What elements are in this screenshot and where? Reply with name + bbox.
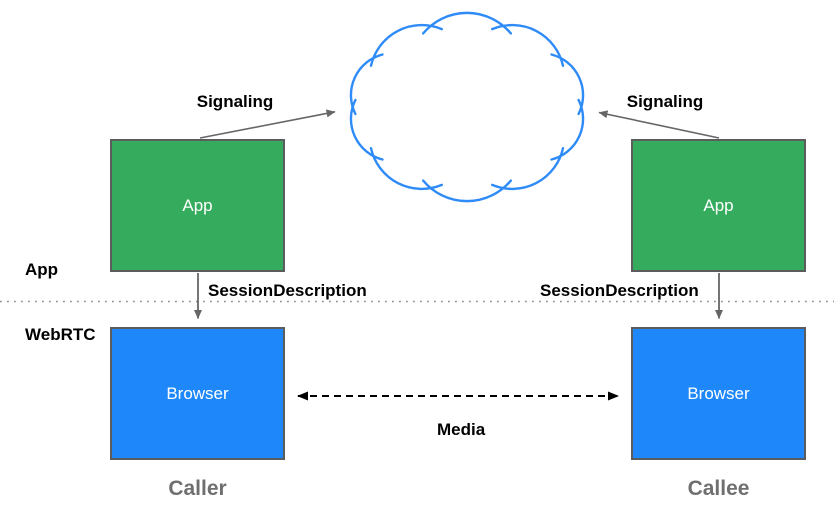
callee-caption: Callee	[687, 477, 750, 500]
callee-browser-node-label: Browser	[687, 383, 750, 403]
callee-browser-node: Browser	[631, 327, 806, 460]
callee-app-node-label: App	[703, 195, 734, 215]
signaling-right-arrow	[598, 110, 720, 139]
session-description-right-label: SessionDescription	[540, 281, 699, 300]
signaling-left-arrow	[199, 109, 336, 139]
signaling-right-label: Signaling	[626, 92, 704, 111]
caller-app-node-label: App	[182, 195, 213, 215]
callee-app-node: App	[631, 139, 806, 272]
caller-browser-node: Browser	[110, 327, 285, 460]
signaling-cloud-icon	[349, 11, 585, 203]
app-layer-label: App	[25, 260, 59, 279]
caller-caption: Caller	[168, 477, 227, 500]
signaling-left-label: Signaling	[196, 92, 274, 111]
webrtc-layer-label: WebRTC	[25, 325, 96, 344]
session-description-left-label: SessionDescription	[208, 281, 367, 300]
caller-app-node: App	[110, 139, 285, 272]
media-label: Media	[437, 420, 486, 439]
caller-browser-node-label: Browser	[166, 383, 229, 403]
